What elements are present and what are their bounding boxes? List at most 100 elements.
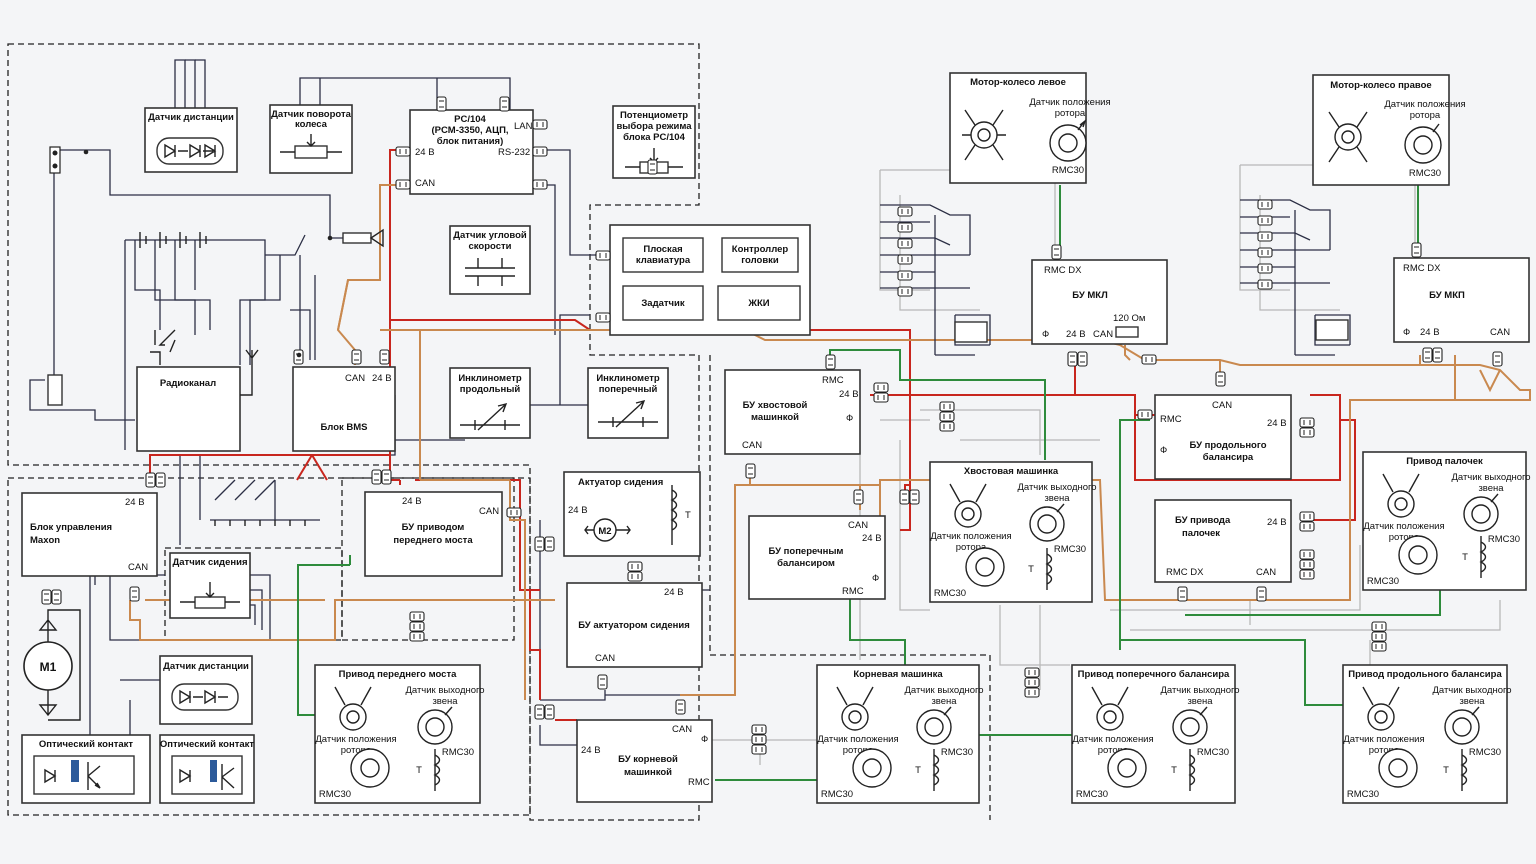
connector (534, 536, 555, 552)
rotor-sensor-label: ротора (1369, 745, 1400, 756)
svg-text:RMC DX: RMC DX (1166, 567, 1204, 578)
coil-label: T (416, 765, 422, 776)
svg-text:Блок BMS: Блок BMS (320, 422, 367, 433)
svg-text:Ф: Ф (872, 573, 879, 584)
connector (532, 119, 548, 130)
svg-text:24 В: 24 В (372, 373, 392, 384)
svg-text:Блок управления: Блок управления (30, 522, 112, 533)
svg-text:CAN: CAN (1256, 567, 1276, 578)
svg-text:CAN: CAN (595, 653, 615, 664)
bu-mkp: RMC DX БУ МКП Ф 24 В CAN (1393, 257, 1530, 343)
connector (853, 489, 864, 505)
svg-text:БУ поперечным: БУ поперечным (769, 546, 844, 557)
connector (1299, 549, 1315, 580)
connector (873, 382, 889, 403)
svg-text:Задатчик: Задатчик (641, 298, 685, 309)
svg-text:CAN: CAN (742, 440, 762, 451)
rotor-sensor-label: Датчик положения (315, 734, 396, 745)
rmc30-label: RMC30 (941, 747, 973, 758)
relay-group-left (880, 204, 991, 356)
connector (1067, 351, 1088, 367)
connector (409, 611, 425, 642)
svg-text:переднего моста: переднего моста (393, 535, 473, 546)
assembly-title: Привод переднего моста (339, 669, 457, 680)
motor-m1: M1 (23, 609, 81, 721)
svg-text:RMC DX: RMC DX (1403, 263, 1441, 274)
svg-text:Датчик угловой: Датчик угловой (453, 230, 527, 241)
wheel-motor-left: Мотор-колесо левое Датчик положения рото… (949, 72, 1111, 184)
rotor-sensor-label: Датчик положения (817, 734, 898, 745)
connector (534, 704, 555, 720)
svg-text:поперечный: поперечный (599, 384, 658, 395)
svg-text:ротора: ротора (1410, 110, 1441, 121)
svg-text:24 В: 24 В (862, 533, 882, 544)
svg-text:PC/104: PC/104 (454, 114, 486, 125)
svg-text:Актуатор сидения: Актуатор сидения (578, 477, 663, 488)
svg-text:продольный: продольный (460, 384, 521, 395)
coil-label: T (1171, 765, 1177, 776)
rotor-sensor-label: ротора (341, 745, 372, 756)
svg-text:Плоская: Плоская (643, 244, 682, 255)
connector (41, 589, 62, 605)
coil-label: T (1028, 564, 1034, 575)
assembly-title: Корневая машинка (853, 669, 943, 680)
connector (1422, 347, 1443, 363)
rmc30-label: RMC30 (934, 588, 966, 599)
radio-channel: Радиоканал (136, 349, 259, 452)
svg-text:Оптический контакт: Оптический контакт (39, 739, 134, 750)
rmc30-label: RMC30 (1197, 747, 1229, 758)
rotor-sensor-label: ротора (1389, 532, 1420, 543)
svg-text:M1: M1 (40, 660, 57, 674)
svg-text:Датчик дистанции: Датчик дистанции (163, 661, 249, 672)
connector (939, 401, 955, 432)
svg-text:T: T (685, 510, 691, 521)
svg-text:RMC: RMC (688, 777, 710, 788)
connector (899, 489, 920, 505)
svg-text:RMC: RMC (822, 375, 844, 386)
maxon-control: 24 В Блок управления Maxon CAN (21, 492, 158, 577)
svg-text:CAN: CAN (848, 520, 868, 531)
connector (1024, 667, 1040, 698)
svg-text:CAN: CAN (1093, 329, 1113, 340)
longitudinal-balancer-controller: CAN RMC 24 В Ф БУ продольного балансира (1154, 394, 1292, 480)
svg-text:RMC: RMC (842, 586, 864, 597)
assembly-title: Привод палочек (1406, 456, 1483, 467)
connector (1137, 409, 1153, 420)
svg-text:RMC30: RMC30 (1052, 165, 1084, 176)
stick-drive-controller: БУ привода палочек 24 В RMC DX CAN (1154, 499, 1292, 583)
bms-block: CAN 24 В Блок BMS (292, 366, 396, 452)
svg-text:скорости: скорости (469, 241, 512, 252)
connector (129, 586, 140, 602)
connector (395, 146, 411, 157)
svg-text:RMC30: RMC30 (1409, 168, 1441, 179)
svg-text:БУ продольного: БУ продольного (1189, 440, 1266, 451)
connector (395, 179, 411, 190)
svg-text:Ф: Ф (1403, 327, 1410, 338)
svg-text:CAN: CAN (415, 178, 435, 189)
svg-text:CAN: CAN (128, 562, 148, 573)
svg-text:головки: головки (741, 255, 779, 266)
svg-text:Инклинометр: Инклинометр (458, 373, 522, 384)
connector (499, 96, 510, 112)
output-sensor-label: звена (1044, 493, 1070, 504)
rotor-sensor-label: ротора (843, 745, 874, 756)
connector (379, 349, 390, 365)
inclinometer-longitudinal: Инклинометр продольный (449, 367, 531, 439)
svg-text:RMC: RMC (1160, 414, 1182, 425)
output-sensor-label: звена (931, 696, 957, 707)
output-sensor-label: Датчик выходного (1451, 472, 1530, 483)
bu-mkl: RMC DX БУ МКЛ 120 Ом Ф 24 В CAN (1031, 259, 1168, 345)
rotor-sensor-label: Датчик положения (930, 531, 1011, 542)
connector (532, 146, 548, 157)
assembly-title: Хвостовая машинка (964, 466, 1059, 477)
svg-text:БУ МКП: БУ МКП (1429, 290, 1465, 301)
svg-text:Оптический контакт: Оптический контакт (160, 739, 255, 750)
svg-text:RMC DX: RMC DX (1044, 265, 1082, 276)
svg-text:Ф: Ф (1160, 445, 1167, 456)
svg-text:БУ актуатором сидения: БУ актуатором сидения (578, 620, 690, 631)
output-sensor-label: звена (1478, 483, 1504, 494)
